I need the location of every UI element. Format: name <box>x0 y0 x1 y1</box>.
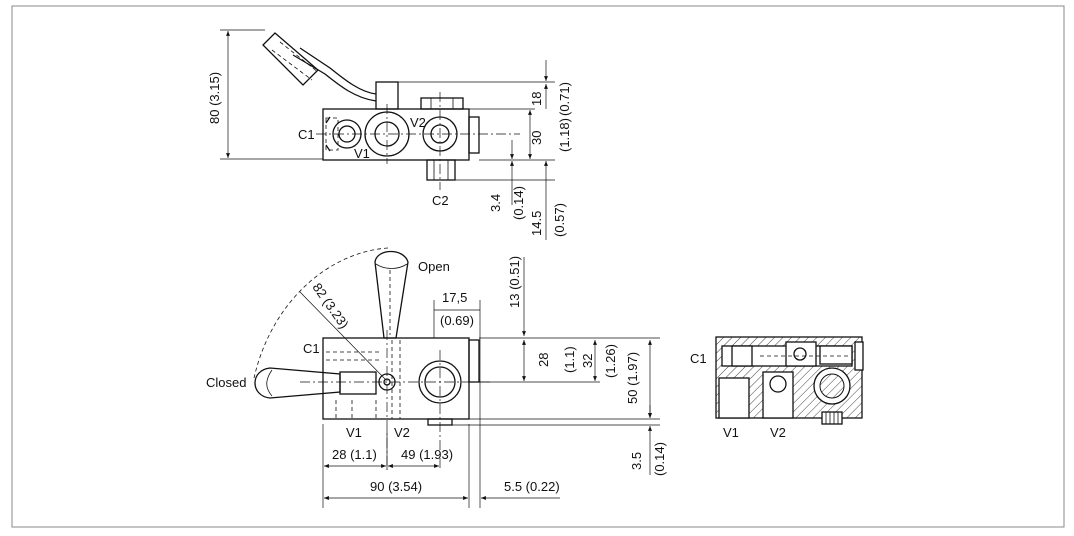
drawing-border <box>11 5 1065 528</box>
dim-14-5-in: (0.57) <box>552 203 567 237</box>
dim-49: 49 (1.93) <box>401 447 453 462</box>
dim-28-horizontal: 28 (1.1) <box>332 447 377 462</box>
label-c1-front: C1 <box>303 341 320 356</box>
top-view <box>220 29 555 240</box>
dim-18-in: (0.71) <box>557 82 572 116</box>
dim-17-5-in: (0.69) <box>440 313 474 328</box>
dim-32: 32 <box>580 354 595 368</box>
dim-14-5: 14.5 <box>529 211 544 236</box>
dim-28-vertical-in: (1.1) <box>562 346 577 373</box>
dim-17-5: 17,5 <box>442 290 467 305</box>
dim-5-5: 5.5 (0.22) <box>504 479 560 494</box>
label-v1-section: V1 <box>723 425 739 440</box>
valve-body-front <box>322 337 470 420</box>
dim-13: 13 (0.51) <box>507 256 522 308</box>
label-v2-top: V2 <box>410 115 426 130</box>
section-view <box>715 336 864 425</box>
dim-50: 50 (1.97) <box>625 352 640 404</box>
label-c1-section: C1 <box>690 351 707 366</box>
label-v2-front: V2 <box>394 425 410 440</box>
dim-3-5: 3.5 <box>629 452 644 470</box>
dim-32-in: (1.26) <box>603 344 618 378</box>
label-v1-front: V1 <box>346 425 362 440</box>
dim-90: 90 (3.54) <box>370 479 422 494</box>
dim-3-4: 3.4 <box>488 194 503 212</box>
dim-3-4-in: (0.14) <box>511 186 526 220</box>
label-c2: C2 <box>432 193 449 208</box>
dim-height-80: 80 (3.15) <box>207 72 222 124</box>
dim-3-5-in: (0.14) <box>652 442 667 476</box>
valve-body-top <box>322 108 470 161</box>
label-v1-top: V1 <box>354 146 370 161</box>
front-view <box>253 247 660 508</box>
label-c1-top: C1 <box>298 127 315 142</box>
dim-18: 18 <box>529 92 544 106</box>
dim-30: 30 <box>529 131 544 145</box>
dim-28-vertical: 28 <box>536 353 551 367</box>
label-closed: Closed <box>206 375 246 390</box>
label-open: Open <box>418 259 450 274</box>
dim-30-in: (1.18) <box>557 118 572 152</box>
label-v2-section: V2 <box>770 425 786 440</box>
